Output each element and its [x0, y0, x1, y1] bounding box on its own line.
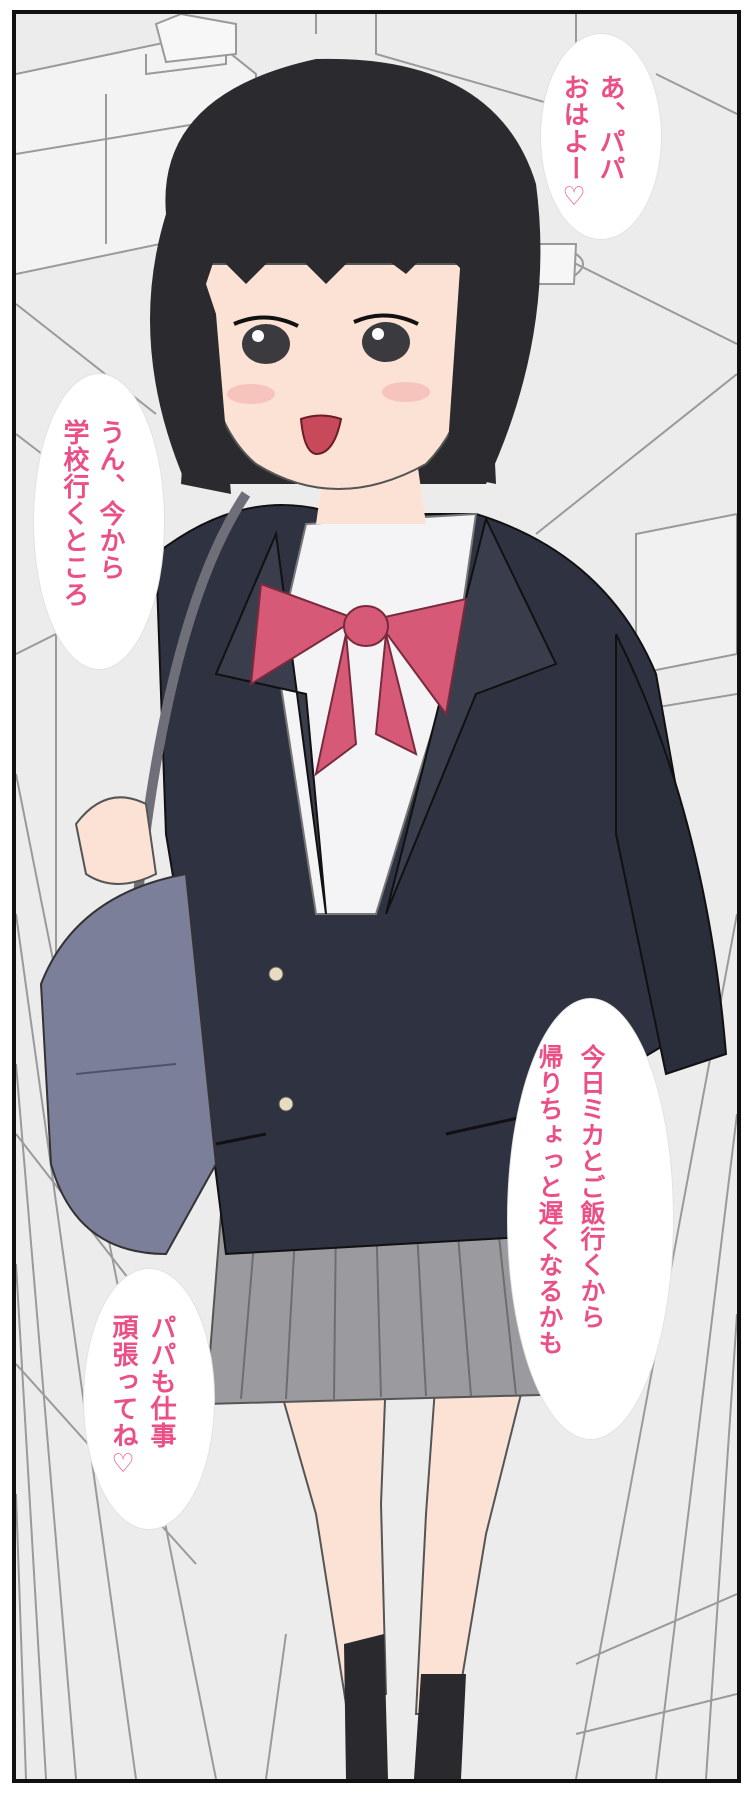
speech-line: 帰りちょっと遅くなるかも: [535, 1044, 564, 1356]
speech-line: 学校行くところ: [59, 419, 89, 608]
speech-line: うん、今から: [95, 419, 125, 581]
speech-bubble-going-to-school: [34, 374, 164, 669]
speech-line: パパも仕事: [146, 1314, 176, 1449]
room-background: [16, 14, 737, 1779]
comic-panel: あ、パパ おはよー♡ うん、今から 学校行くところ 今日ミカとご飯行くから 帰り…: [12, 10, 741, 1783]
speech-line: 今日ミカとご飯行くから: [577, 1044, 606, 1330]
speech-text-going-to-school: うん、今から 学校行くところ: [56, 419, 128, 608]
speech-line: おはよー♡: [559, 74, 589, 213]
speech-text-greeting: あ、パパ おはよー♡: [556, 74, 628, 213]
speech-line: 頑張ってね♡: [108, 1314, 138, 1480]
speech-line: あ、パパ: [595, 74, 625, 182]
speech-bubble-greeting: [541, 34, 661, 239]
speech-text-dinner-with-mika: 今日ミカとご飯行くから 帰りちょっと遅くなるかも: [528, 1044, 612, 1356]
speech-bubble-dinner-with-mika: [508, 999, 673, 1439]
speech-bubble-good-luck-papa: [84, 1269, 214, 1529]
speech-text-good-luck-papa: パパも仕事 頑張ってね♡: [104, 1314, 180, 1480]
